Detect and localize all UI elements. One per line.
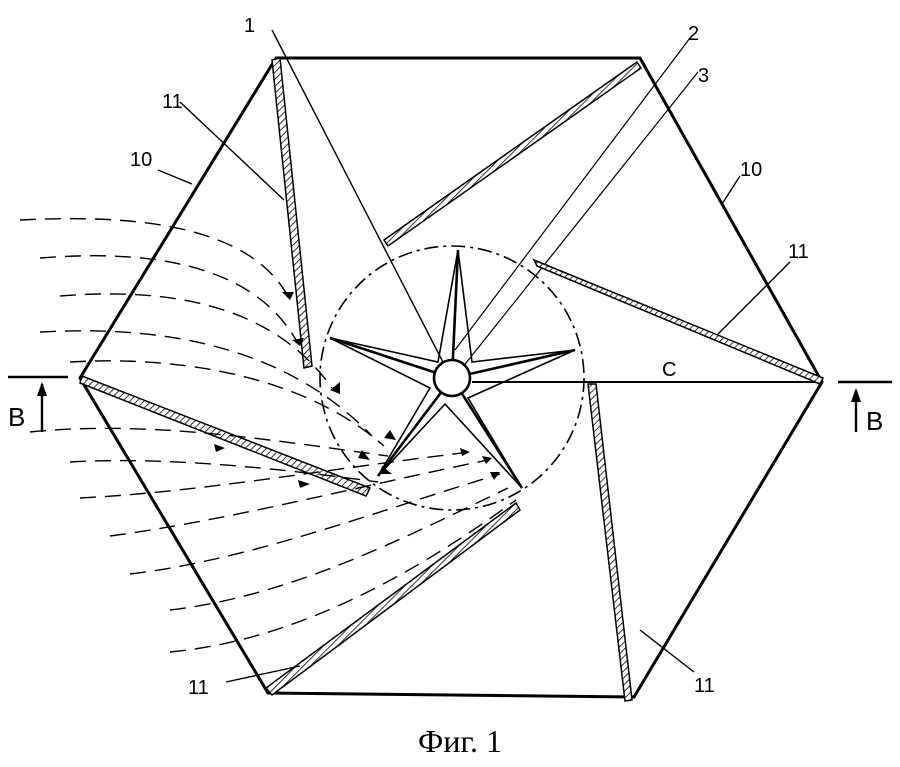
arrow-head <box>214 444 225 452</box>
arrow-head <box>380 466 392 474</box>
blade-line <box>329 336 453 380</box>
rotor-hub <box>432 358 472 398</box>
label-hub: 3 <box>698 65 709 87</box>
arrow-head <box>482 456 492 464</box>
arrow-head <box>330 382 340 394</box>
guide-baffles <box>79 57 825 702</box>
arrow-head <box>460 448 470 456</box>
leader-line-1 <box>271 29 446 367</box>
label-baffle-right: 11 <box>788 241 809 263</box>
baffle-bottom-left <box>264 501 521 697</box>
blade-line <box>451 348 576 380</box>
blade-line <box>376 377 454 477</box>
arrow-head <box>282 292 294 300</box>
section-mark-right <box>838 380 892 432</box>
rotor-swept-circle <box>319 245 585 511</box>
baffle-top-left <box>271 57 313 369</box>
blade-brace <box>329 249 576 489</box>
baffle-left <box>79 375 372 497</box>
hexagon-housing <box>78 56 824 699</box>
arrow-head <box>298 480 310 488</box>
blade-line <box>450 249 460 379</box>
label-leaders <box>157 101 791 683</box>
rotor-blades <box>329 249 576 489</box>
baffle-top-right <box>382 60 643 248</box>
flow-arrows <box>214 292 500 488</box>
leader-line-3 <box>461 71 699 369</box>
figure-caption: Фиг. 1 <box>418 723 502 759</box>
airflow-streamlines <box>19 217 517 653</box>
baffle-right <box>532 258 825 385</box>
section-label-left: B <box>8 402 25 432</box>
baffle-bottom-right <box>587 383 633 702</box>
arrow-head <box>292 338 304 346</box>
label-baffle-bottom-right: 11 <box>694 675 715 697</box>
label-baffle-left-top: 11 <box>162 91 183 113</box>
section-mark-left <box>8 375 68 432</box>
arrow-head <box>384 430 396 440</box>
label-rotor-axis: 1 <box>244 15 255 37</box>
label-wall-right: 10 <box>740 159 762 181</box>
label-wall-left: 10 <box>130 149 152 171</box>
label-blade: 2 <box>688 23 699 45</box>
arrow-head <box>490 472 500 480</box>
section-label-right: B <box>866 406 883 436</box>
label-radius: C <box>662 359 676 381</box>
arrow-head <box>358 450 370 460</box>
label-baffle-bottom-left: 11 <box>188 677 209 699</box>
leader-line-2 <box>454 37 691 351</box>
